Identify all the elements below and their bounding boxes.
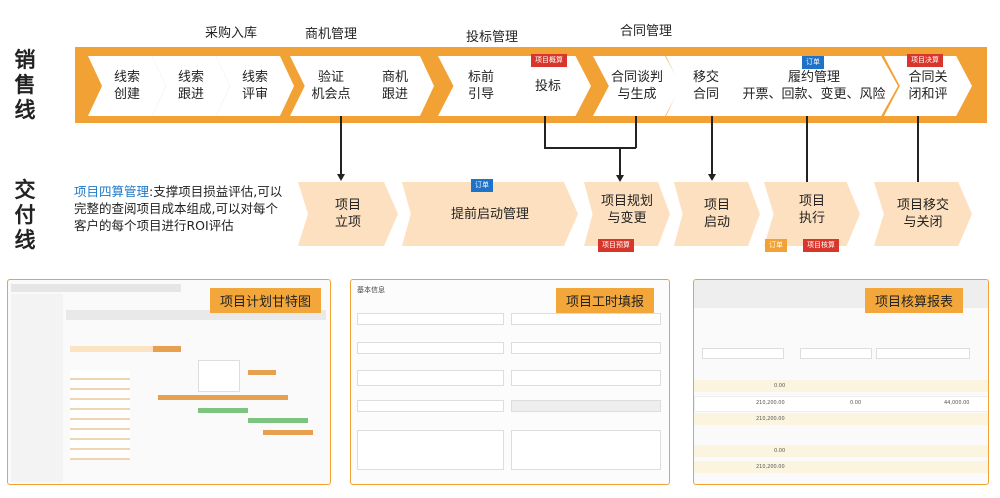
gantt-bar-5 <box>198 408 248 413</box>
badge-order-early-start: 订单 <box>471 179 493 192</box>
acc-row-3 <box>694 413 988 425</box>
four-accounts-note: 项目四算管理:支撑项目损益评估,可以完整的查阅项目成本组成,可以对每个客户的每个… <box>74 183 284 234</box>
accounting-panel-title: 项目核算报表 <box>865 288 964 313</box>
acc-filter-3 <box>876 348 970 359</box>
gantt-panel-title: 项目计划甘特图 <box>210 288 322 313</box>
stage-project-execution: 项目 执行 <box>764 182 860 246</box>
acc-row-5 <box>694 461 988 473</box>
gantt-sidebar <box>11 294 63 482</box>
badge-project-final-account: 项目决算 <box>907 54 943 67</box>
timesheet-panel: 基本信息 项目工时填报 <box>350 279 670 485</box>
badge-project-estimate: 项目概算 <box>531 54 567 67</box>
stage-project-planning: 项目规划 与变更 <box>584 182 670 246</box>
acc-filter-1 <box>702 348 784 359</box>
form-field-9 <box>357 430 504 470</box>
badge-project-accounting: 项目核算 <box>803 239 839 252</box>
group-label-opportunity: 商机管理 <box>305 27 358 42</box>
acc-filter-2 <box>800 348 872 359</box>
acc-value-6: 0.00 <box>774 448 786 454</box>
form-field-10 <box>511 430 661 470</box>
acc-value-4: 44,000.00 <box>944 400 970 406</box>
timesheet-header: 基本信息 <box>357 286 385 294</box>
gantt-task-list <box>70 370 130 460</box>
stage-project-handover-close: 项目移交 与关闭 <box>874 182 972 246</box>
timesheet-panel-title: 项目工时填报 <box>556 288 655 313</box>
stage-project-initiation: 项目 立项 <box>298 182 398 246</box>
form-field-5 <box>357 370 504 386</box>
gantt-bar-6 <box>248 418 308 423</box>
gantt-bar-2 <box>153 346 181 352</box>
badge-order-execution: 订单 <box>765 239 787 252</box>
badge-order-fulfil: 订单 <box>802 56 824 69</box>
group-label-purchase: 采购入库 <box>205 26 258 41</box>
form-field-7 <box>357 400 504 412</box>
sales-line-label: 销售线 <box>14 48 36 122</box>
connector-handover-to-start <box>711 116 713 176</box>
connector-bid-down <box>544 116 546 148</box>
stage-pre-bid: 标前 引导 <box>438 56 524 116</box>
group-label-bidding: 投标管理 <box>466 30 519 45</box>
acc-row-1 <box>694 380 988 392</box>
acc-value-7: 210,200.00 <box>756 464 785 470</box>
acc-value-5: 210,200.00 <box>756 416 785 422</box>
form-field-3 <box>357 342 504 354</box>
form-field-8 <box>511 400 661 412</box>
stage-project-start: 项目 启动 <box>674 182 760 246</box>
stage-early-start: 提前启动管理 <box>402 182 578 246</box>
gantt-panel: 项目计划甘特图 <box>7 279 331 485</box>
badge-project-budget: 项目预算 <box>598 239 634 252</box>
accounting-panel: 0.00 210,200.00 0.00 44,000.00 210,200.0… <box>693 279 989 485</box>
stage-verify-opportunity: 验证 机会点 <box>290 56 372 116</box>
connector-contract-down <box>635 116 637 148</box>
form-field-4 <box>511 342 661 354</box>
acc-value-3: 0.00 <box>850 400 862 406</box>
connector-opportunity-to-initiation <box>340 116 342 176</box>
connector-to-planning <box>619 147 621 177</box>
gantt-header <box>66 310 326 320</box>
gantt-popup <box>198 360 240 392</box>
gantt-toolbar <box>11 284 181 292</box>
gantt-bar-7 <box>263 430 313 435</box>
connector-close-to-handover <box>917 116 919 182</box>
connector-fulfil-to-execution <box>806 116 808 182</box>
acc-row-4 <box>694 445 988 457</box>
connector-arrow-planning <box>616 175 624 182</box>
connector-arrow-initiation <box>337 174 345 181</box>
acc-value-1: 0.00 <box>774 383 786 389</box>
acc-row-2 <box>694 396 988 412</box>
acc-value-2: 210,200.00 <box>756 400 785 406</box>
gantt-bar-3 <box>248 370 276 375</box>
gantt-bar-1 <box>70 346 170 352</box>
connector-arrow-start <box>708 174 716 181</box>
note-highlight: 项目四算管理 <box>74 184 150 199</box>
gantt-bar-4 <box>158 395 288 400</box>
form-field-2 <box>511 313 661 325</box>
group-label-contract: 合同管理 <box>620 24 673 39</box>
note-text: :支撑项目损益评估,可以完整的查阅项目成本组成,可以对每个客户的每个项目进行RO… <box>74 184 283 233</box>
form-field-6 <box>511 370 661 386</box>
connector-bid-across <box>544 147 636 149</box>
form-field-1 <box>357 313 504 325</box>
delivery-line-label: 交付线 <box>14 178 36 252</box>
